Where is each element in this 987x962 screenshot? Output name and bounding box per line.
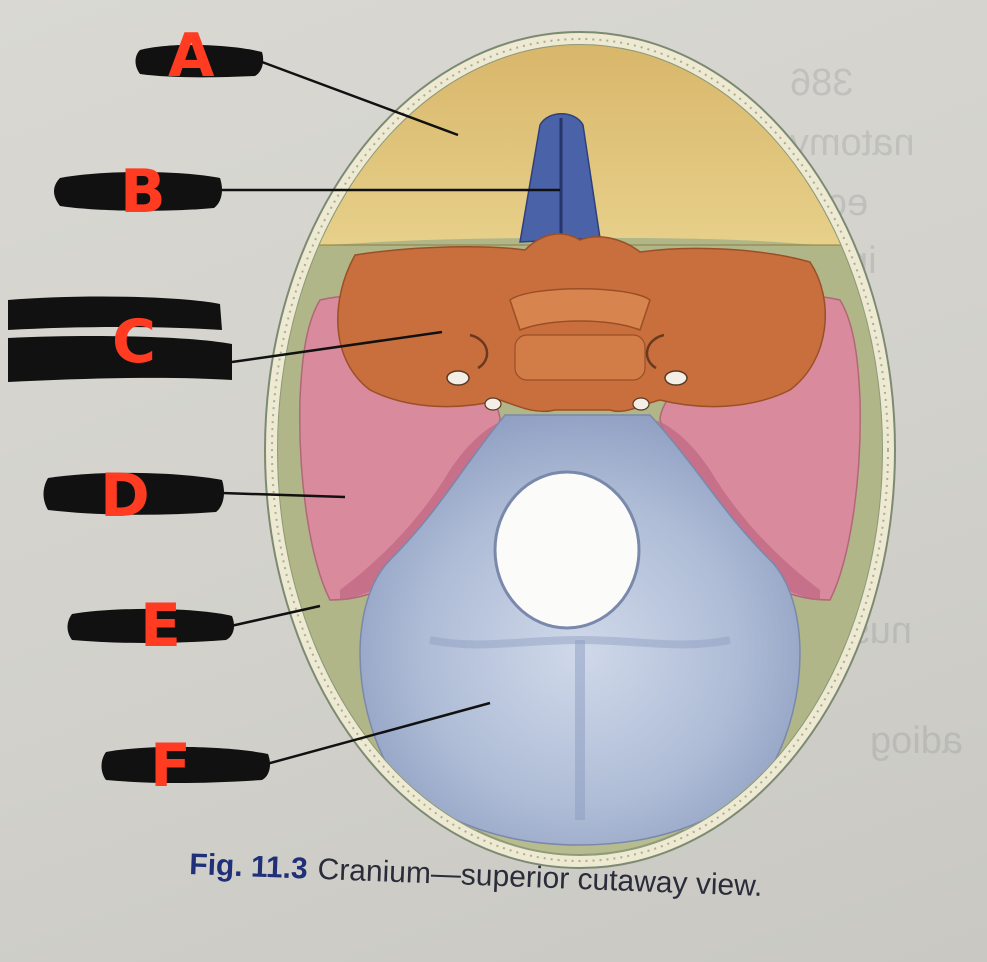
label-c: C — [112, 307, 157, 377]
label-a: A — [168, 21, 215, 91]
leader-line-d — [221, 491, 346, 499]
label-e: E — [140, 591, 181, 661]
redaction-marks — [8, 44, 270, 783]
leader-line-c — [231, 330, 443, 364]
label-b: B — [120, 157, 166, 227]
figure-number: Fig. 11.3 — [188, 848, 309, 886]
occipital-bone — [359, 414, 801, 846]
leader-line-e — [221, 604, 321, 630]
label-d: D — [100, 461, 150, 531]
foramen-magnum — [493, 470, 641, 630]
label-f: F — [150, 731, 191, 801]
sphenoid-bone — [337, 233, 826, 412]
leader-line-a — [261, 60, 459, 137]
leader-line-f — [251, 701, 491, 770]
